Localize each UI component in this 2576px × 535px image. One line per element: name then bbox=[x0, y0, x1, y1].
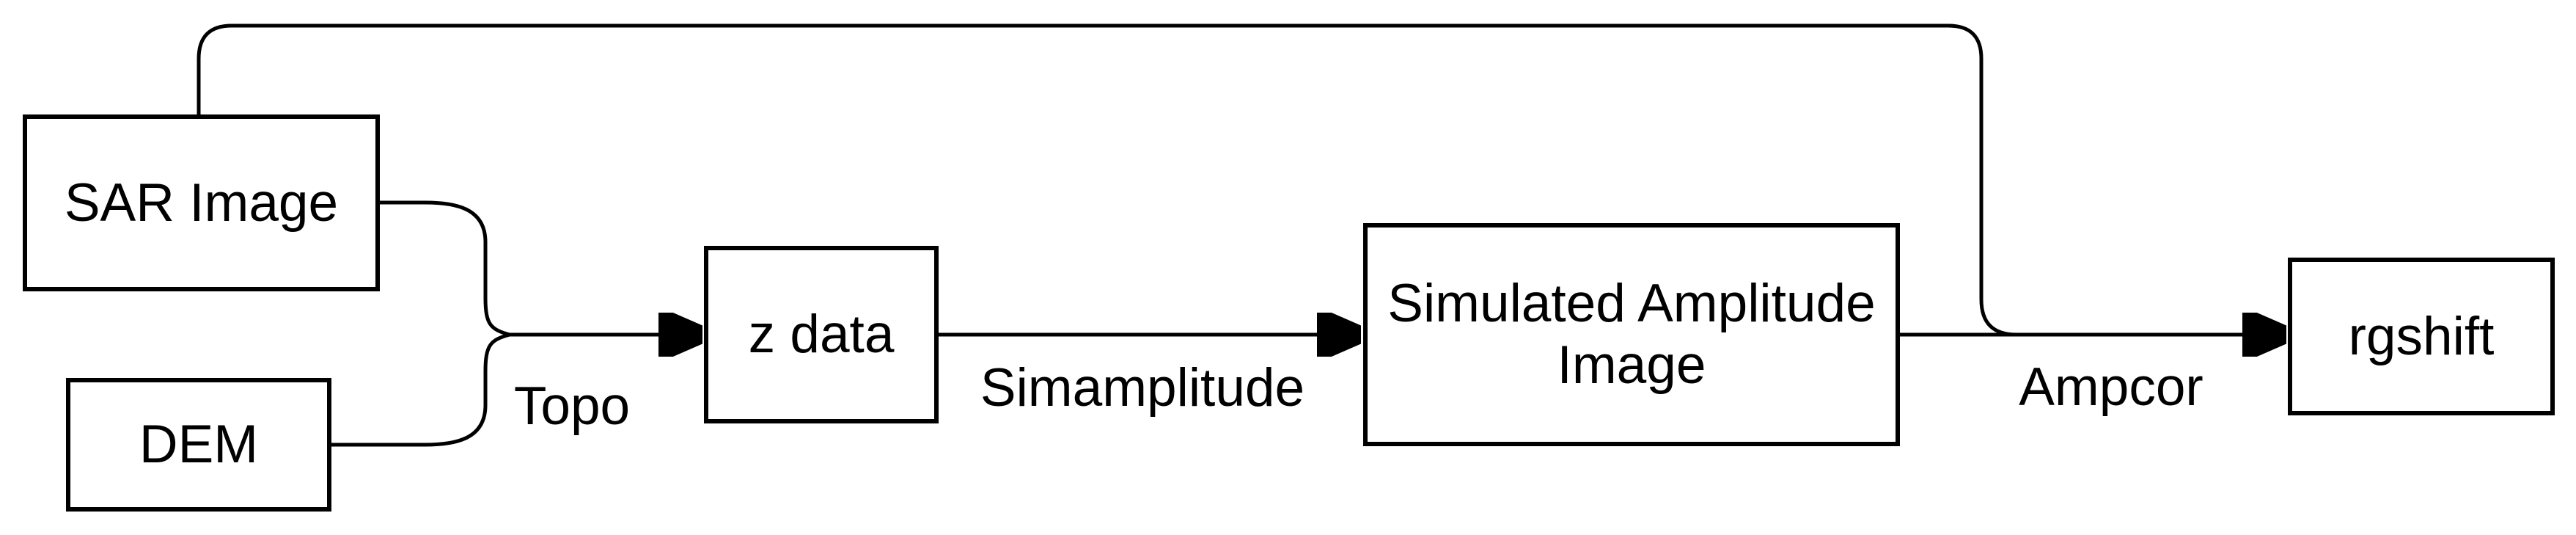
simamplitude-edge-label: Simamplitude bbox=[980, 358, 1305, 418]
sar-image-label: SAR Image bbox=[64, 172, 339, 233]
simulated-amplitude-image-node: Simulated Amplitude Image bbox=[1363, 223, 1900, 446]
dem-label: DEM bbox=[139, 415, 259, 475]
dem-merge-edge bbox=[331, 332, 510, 447]
rgshift-node: rgshift bbox=[2288, 258, 2555, 415]
rgshift-label: rgshift bbox=[2348, 306, 2495, 366]
z-data-node: z data bbox=[704, 246, 939, 423]
sar-merge-edge bbox=[380, 200, 510, 337]
dem-node: DEM bbox=[66, 378, 331, 512]
z-data-label: z data bbox=[748, 305, 895, 365]
topo-edge-label: Topo bbox=[513, 376, 631, 436]
sar-image-node: SAR Image bbox=[23, 114, 380, 291]
feedback-edge-sar-to-ampcor bbox=[197, 23, 2017, 337]
simulated-amplitude-image-label: Simulated Amplitude Image bbox=[1387, 274, 1876, 395]
ampcor-edge-label: Ampcor bbox=[2019, 357, 2203, 417]
